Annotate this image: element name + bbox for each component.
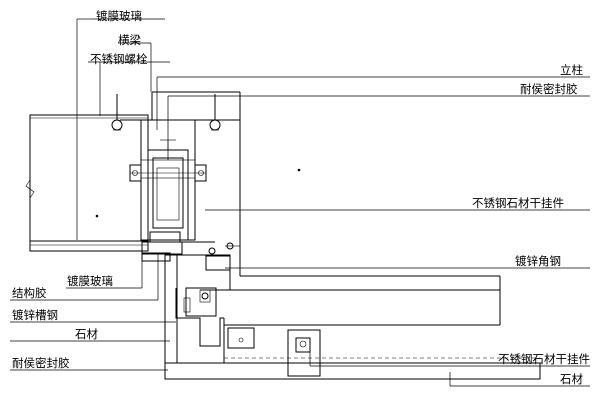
right-wall-outline [223, 275, 540, 363]
label-stone-right: 石材 [560, 372, 583, 386]
point-mark [297, 168, 301, 172]
label-mullion: 立柱 [560, 63, 583, 77]
label-transom: 横梁 [118, 33, 141, 47]
leaders-left [10, 18, 176, 371]
leaders-right [156, 76, 590, 387]
label-weather-sealant-top: 耐侯密封胶 [520, 82, 578, 96]
label-galvanized-angle-steel: 镀锌角钢 [515, 254, 561, 268]
stone-vertical [164, 254, 178, 364]
label-structural-adhesive: 结构胶 [12, 286, 47, 300]
label-coated-glass-top: 镀膜玻璃 [96, 9, 142, 23]
mullion-assembly [129, 119, 215, 255]
channel-steel [175, 287, 224, 347]
label-weather-sealant-bottom: 耐侯密封胶 [12, 356, 70, 370]
label-coated-glass-bottom: 镀膜玻璃 [67, 274, 113, 288]
label-stainless-stone-hanger-top: 不锈钢石材干挂件 [472, 196, 564, 210]
lower-hanger [227, 327, 321, 377]
bolt-left [111, 94, 123, 131]
transom [120, 91, 241, 236]
stone-horizontal [164, 362, 541, 380]
angle-steel [172, 236, 241, 291]
label-stone-left: 石材 [75, 327, 98, 341]
label-galvanized-channel-steel: 镀锌槽钢 [12, 308, 58, 322]
label-stainless-bolt: 不锈钢螺栓 [90, 52, 148, 66]
bolt-right [209, 94, 221, 131]
label-stainless-stone-hanger-bottom: 不锈钢石材干挂件 [498, 352, 590, 366]
glass-panel [25, 114, 149, 252]
